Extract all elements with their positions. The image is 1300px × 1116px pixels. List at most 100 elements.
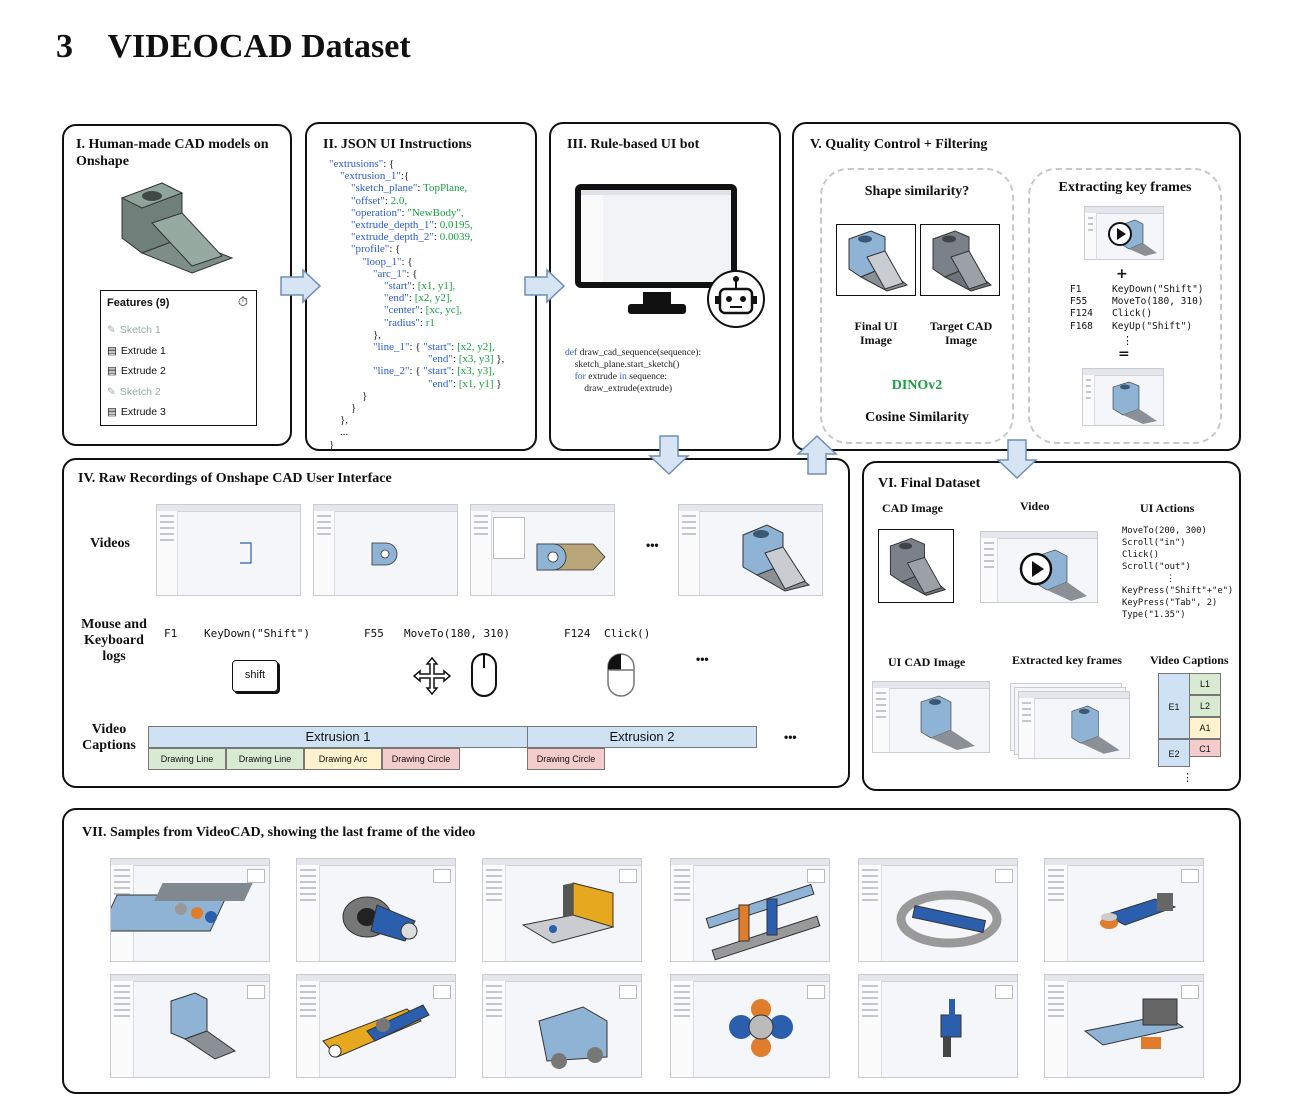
- section-heading: 3 VIDEOCAD Dataset: [56, 28, 411, 66]
- mouse-click-icon: [607, 653, 635, 697]
- code-token: 0.0195,: [439, 219, 473, 232]
- panel-title: I. Human-made CAD models on Onshape: [76, 137, 269, 169]
- monitor-icon: [575, 184, 737, 314]
- code-token: },: [329, 328, 382, 341]
- caption-tree-e1: E1: [1158, 673, 1190, 739]
- panel-title: II. JSON UI Instructions: [323, 137, 472, 152]
- code-token: "extrusions": [329, 158, 384, 170]
- caption-tree-l1: L1: [1189, 673, 1221, 695]
- feature-item[interactable]: ✎Sketch 1: [107, 324, 161, 336]
- code-token: "operation": [329, 206, 402, 219]
- ui-action: MoveTo(200, 300): [1122, 526, 1207, 536]
- code-token: "end": [329, 292, 409, 305]
- code-line: "operation": "NewBody",: [329, 207, 504, 219]
- code-token: :: [452, 353, 459, 366]
- subcaption: Drawing Circle: [527, 748, 605, 770]
- code-token: "end": [329, 353, 453, 366]
- log-action: KeyDown("Shift"): [204, 627, 310, 640]
- sample-frame: [670, 858, 830, 962]
- code-token: "start": [423, 365, 452, 378]
- sample-frame: [482, 974, 642, 1078]
- key-frame-stack: [1018, 691, 1130, 759]
- code-token: def: [565, 347, 580, 358]
- play-icon[interactable]: [1107, 221, 1133, 247]
- ui-action: ⋮: [1166, 574, 1175, 584]
- code-token: : {: [409, 365, 424, 378]
- log-frame: F124: [1070, 308, 1093, 320]
- code-token: :: [451, 365, 458, 378]
- move-arrows-icon: [412, 656, 452, 696]
- up-arrow-icon: [796, 434, 838, 475]
- code-line: "sketch_plane": TopPlane,: [329, 182, 504, 194]
- subcaption: Drawing Line: [226, 748, 304, 770]
- subcaption: Drawing Circle: [382, 748, 460, 770]
- feature-item[interactable]: ✎Sketch 2: [107, 386, 161, 398]
- code-token: },: [493, 353, 505, 366]
- pencil-icon: ✎: [107, 324, 116, 336]
- feature-item[interactable]: ▤Extrude 1: [107, 345, 166, 357]
- video-captions-label: Video Captions: [1150, 653, 1229, 667]
- code-token: "extrusion_1": [329, 170, 401, 183]
- code-token: :: [452, 377, 459, 390]
- code-token: draw_extrude(extrude): [565, 383, 673, 394]
- log-action: KeyUp("Shift"): [1112, 320, 1193, 332]
- video-label: Video: [1020, 499, 1050, 513]
- log-frame: F55: [1070, 296, 1088, 308]
- code-token: :: [419, 304, 426, 317]
- code-token: 0.0039,: [439, 231, 473, 244]
- feature-item[interactable]: ▤Extrude 2: [107, 365, 166, 377]
- cad-model-gray: [889, 537, 947, 596]
- code-token: }: [329, 438, 335, 451]
- features-title: Features (9): [107, 297, 170, 309]
- code-token: "offset": [329, 194, 385, 207]
- log-frame: F168: [1070, 320, 1093, 332]
- code-token: in: [619, 371, 630, 382]
- sample-frame: [296, 974, 456, 1078]
- video-frame: [313, 504, 458, 596]
- cad-image-thumbnail: [878, 529, 954, 603]
- code-token: "end": [329, 377, 453, 390]
- code-token: extrude: [588, 371, 620, 382]
- play-icon[interactable]: [1019, 552, 1053, 586]
- extrude-icon: ▤: [107, 345, 117, 357]
- video-captions-label: Video Captions: [82, 722, 136, 753]
- samples-grid: [64, 810, 1239, 1092]
- key-frames-box: [1028, 168, 1222, 444]
- code-line: for extrude in sequence:: [565, 371, 701, 383]
- extrude-icon: ▤: [107, 365, 117, 377]
- stopwatch-icon: ⏱: [237, 295, 248, 310]
- video-frame: [470, 504, 615, 596]
- key-frames-title: Extracting key frames: [1058, 180, 1192, 195]
- ui-action: Type("1.35"): [1122, 610, 1186, 620]
- code-token: "profile": [329, 243, 390, 256]
- code-token: for: [574, 371, 589, 382]
- code-token: [x3, y3]: [458, 353, 494, 366]
- code-token: :: [433, 219, 440, 232]
- code-line: "extrusion_1":{: [329, 170, 504, 182]
- extrusion-bar: Extrusion 2: [527, 726, 757, 748]
- section-number: 3: [56, 28, 73, 65]
- ellipsis: •••: [696, 652, 709, 666]
- code-token: sketch_plane.start_sketch(): [565, 359, 680, 370]
- log-action: Click(): [604, 627, 651, 640]
- code-token: [x2, y2],: [414, 292, 453, 305]
- code-line: "end": [x1, y1] }: [329, 378, 504, 390]
- plus-sign: +: [1116, 266, 1128, 282]
- video-thumbnail: [980, 531, 1098, 603]
- code-line: }: [329, 390, 504, 402]
- equals-sign: =: [1118, 346, 1130, 362]
- code-line: "start": [x1, y1],: [329, 280, 504, 292]
- section-title: VIDEOCAD Dataset: [107, 28, 411, 65]
- log-action: MoveTo(180, 310): [404, 627, 510, 640]
- log-frame: F124: [564, 627, 591, 640]
- right-arrow-icon: [280, 268, 322, 304]
- video-frame: [678, 504, 823, 596]
- pencil-icon: ✎: [107, 386, 116, 398]
- json-code-block: "extrusions" : { "extrusion_1":{ "sketch_…: [329, 158, 504, 451]
- feature-item[interactable]: ▤Extrude 3: [107, 406, 166, 418]
- code-token: : {: [389, 243, 401, 256]
- code-line: "loop_1": {: [329, 256, 504, 268]
- panel-human-cad-models: I. Human-made CAD models on Onshape Feat…: [62, 124, 292, 446]
- cad-model-gray: [932, 230, 993, 292]
- subcaption: Drawing Arc: [304, 748, 382, 770]
